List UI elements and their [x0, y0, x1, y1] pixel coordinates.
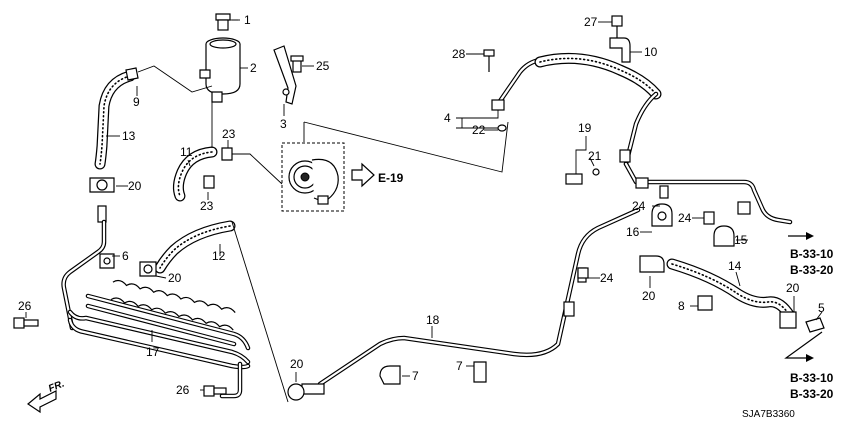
- callout-7-right: 7: [456, 359, 463, 373]
- bolt-26-bottom: [203, 385, 227, 397]
- callout-24-c: 24: [600, 271, 614, 285]
- callout-6: 6: [122, 249, 129, 263]
- clamp-20-bottom: [301, 383, 325, 395]
- callout-21: 21: [588, 149, 602, 163]
- clamp-8: [697, 295, 713, 311]
- callout-24-b: 24: [678, 211, 692, 225]
- pump-body: [311, 158, 339, 203]
- callout-9: 9: [133, 95, 140, 109]
- callout-20-a: 20: [128, 179, 142, 193]
- callout-7-left: 7: [412, 369, 419, 383]
- ref-arrow-bottom: [784, 331, 823, 362]
- callout-17: 17: [146, 345, 160, 359]
- leader-lines: [25, 19, 823, 391]
- bracket-3: [273, 45, 297, 105]
- callout-24-a: 24: [632, 199, 646, 213]
- reservoir-assembly: [199, 13, 241, 103]
- callout-19: 19: [578, 121, 592, 135]
- pressure-sensor-19: [565, 168, 600, 185]
- ref-b3320-top[interactable]: B-33-20: [790, 263, 834, 277]
- bolt-25: [292, 59, 302, 73]
- callout-16: 16: [626, 225, 640, 239]
- reservoir-bracket: [273, 45, 304, 105]
- hose-12: [139, 220, 236, 277]
- ref-arrow-top: [788, 232, 814, 240]
- callout-10: 10: [644, 45, 658, 59]
- callout-11: 11: [180, 145, 193, 159]
- reservoir-cap: [217, 19, 229, 31]
- ref-arrow-e19: [351, 162, 375, 188]
- clamp-20-right: [639, 255, 665, 273]
- clamp-23-upper: [221, 147, 233, 161]
- washer-22: [497, 124, 507, 132]
- callout-20-b: 20: [168, 271, 182, 285]
- callout-23-bottom: 23: [200, 199, 214, 213]
- clamp-20-left: [89, 177, 115, 223]
- callout-1: 1: [244, 13, 251, 27]
- callout-20-e: 20: [786, 281, 800, 295]
- callout-27: 27: [584, 15, 598, 29]
- hose-11: [172, 146, 233, 202]
- callout-22: 22: [472, 123, 486, 137]
- pressure-hose-4: [483, 49, 793, 225]
- callout-18: 18: [426, 313, 440, 327]
- ref-b3320-bottom[interactable]: B-33-20: [790, 387, 834, 401]
- bracket-7-right: [473, 361, 487, 383]
- bolt-27: [611, 15, 623, 27]
- fitting-5: [805, 317, 825, 333]
- callout-8: 8: [678, 299, 685, 313]
- oil-cooler-17: [61, 219, 251, 399]
- front-indicator-label: FR.: [47, 379, 66, 395]
- callout-12: 12: [212, 249, 226, 263]
- callout-labels: 1 2 3 4 5 6 7 7 8 9 10 11 12 13 14 15 16…: [18, 13, 825, 397]
- reservoir-cap-bolt: [215, 13, 231, 21]
- diagram-code: SJA7B3360: [742, 409, 795, 420]
- callout-20-d: 20: [642, 289, 656, 303]
- callout-14: 14: [728, 259, 742, 273]
- callout-4: 4: [444, 111, 451, 125]
- callout-3: 3: [280, 117, 287, 131]
- bolt-28-head: [483, 49, 495, 57]
- callout-15: 15: [734, 233, 748, 247]
- clamp-23-lower: [203, 175, 215, 189]
- callout-5: 5: [818, 301, 825, 315]
- bolt-24-right: [703, 211, 715, 225]
- clamp-24-16: [577, 185, 735, 279]
- pipe-18: [287, 207, 641, 401]
- reference-labels: E-19 B-33-10 B-33-20 B-33-10 B-33-20: [378, 171, 834, 401]
- callout-2: 2: [250, 61, 257, 75]
- bolt-26-left: [13, 317, 39, 329]
- o-ring-21: [592, 168, 600, 176]
- bolt-24-bottom: [577, 267, 589, 279]
- return-hose-14: [666, 258, 825, 333]
- callout-13: 13: [122, 129, 136, 143]
- reservoir-outlet: [199, 69, 211, 79]
- clamp-15: [713, 225, 735, 247]
- callout-26-left: 26: [18, 299, 32, 313]
- hose-clamp-9: [125, 67, 139, 81]
- clamp-10: [609, 15, 631, 63]
- callout-28: 28: [452, 47, 466, 61]
- ref-e19[interactable]: E-19: [378, 171, 404, 185]
- callout-26-bottom: 26: [176, 383, 190, 397]
- ref-b3310-top[interactable]: B-33-10: [790, 247, 834, 261]
- callout-25: 25: [316, 59, 330, 73]
- clamp-20-far-right: [779, 311, 797, 329]
- pump-assembly: [281, 142, 375, 212]
- callout-23-top: 23: [222, 127, 236, 141]
- hose-13: [94, 67, 139, 170]
- ref-b3310-bottom[interactable]: B-33-10: [790, 371, 834, 385]
- pump-dashed-frame: [281, 142, 345, 212]
- bracket-7-left: [379, 365, 401, 385]
- callout-20-c: 20: [290, 357, 304, 371]
- front-arrow-icon: [26, 390, 57, 414]
